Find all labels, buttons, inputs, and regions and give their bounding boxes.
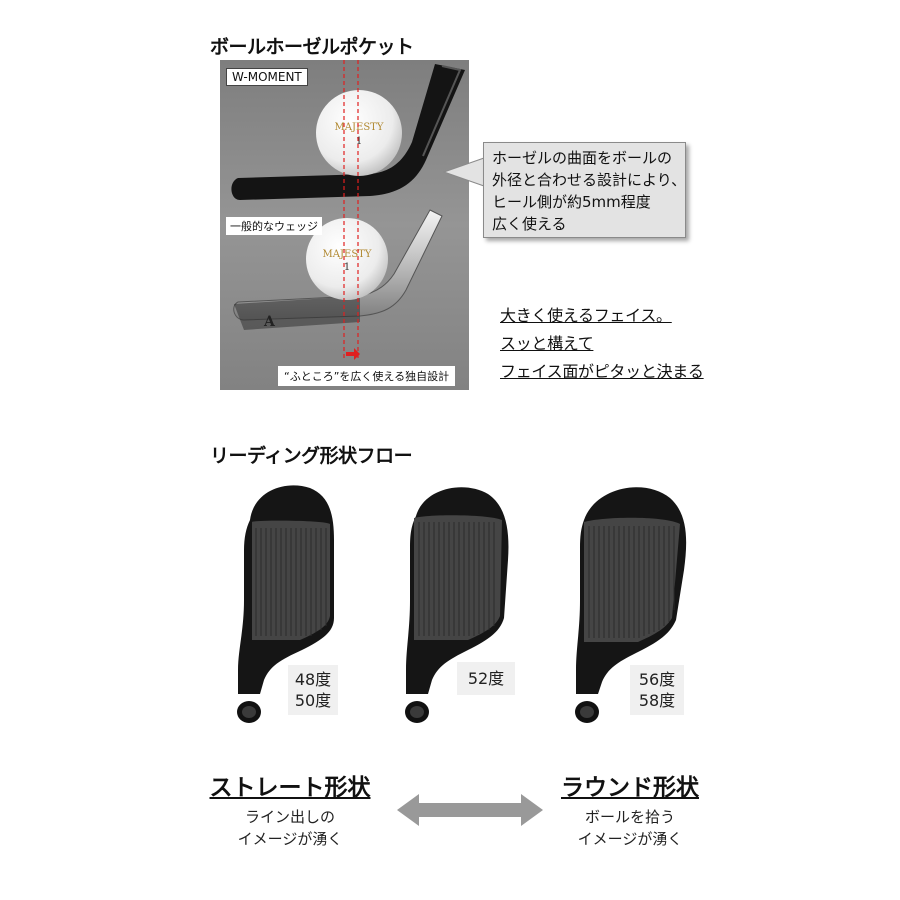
hosel-callout-box: ホーゼルの曲面をボールの 外径と合わせる設計により、 ヒール側が約5mm程度 広… <box>483 142 686 238</box>
ball-brand-text: MAJESTY <box>335 122 384 133</box>
feature-line-3: フェイス面がピタッと決まる <box>500 362 704 381</box>
degree-52: 52度 <box>467 669 505 688</box>
round-sub-line-2: イメージが湧く <box>577 830 683 848</box>
callout-line-2: 外径と合わせる設計により、 <box>492 171 687 189</box>
red-arrow-icon <box>346 348 360 360</box>
ball-number-text-2: 1 <box>344 262 350 273</box>
feature-line-2: スッと構えて <box>500 334 594 353</box>
degree-48: 48度 <box>294 670 332 689</box>
straight-shape-description: ライン出しの イメージが湧く <box>205 806 375 850</box>
wmoment-club-shape <box>231 64 465 200</box>
straight-sub-line-2: イメージが湧く <box>237 830 343 848</box>
w-moment-label: W-MOMENT <box>226 68 308 86</box>
round-shape-description: ボールを拾う イメージが湧く <box>550 806 710 850</box>
club-head-medium <box>405 487 509 723</box>
club-face-grooves-3 <box>584 517 680 642</box>
degree-50: 50度 <box>294 691 332 710</box>
club-head-round <box>575 487 687 723</box>
degree-label-medium: 52度 <box>457 662 515 695</box>
double-arrow-icon <box>397 794 543 826</box>
photo-caption: “ふところ”を広く使える独自設計 <box>278 366 456 386</box>
club-face-grooves-2 <box>414 515 502 640</box>
round-shape-title: ラウンド形状 <box>561 775 699 801</box>
generic-wedge-shape <box>233 209 443 321</box>
section-title-hosel-pocket: ボールホーゼルポケット <box>210 36 414 58</box>
feature-line-1: 大きく使えるフェイス。 <box>500 306 672 325</box>
golf-ball-bottom <box>306 218 388 300</box>
callout-line-4: 広く使える <box>492 215 567 233</box>
club-mark-text: A <box>263 314 276 330</box>
degree-label-round: 56度 58度 <box>630 665 684 715</box>
straight-shape-title: ストレート形状 <box>209 775 371 801</box>
straight-sub-line-1: ライン出しの <box>244 808 335 826</box>
degree-label-straight: 48度 50度 <box>288 665 338 715</box>
section-title-leading-edge-flow: リーディング形状フロー <box>210 445 413 467</box>
ball-number-text: 1 <box>356 136 362 147</box>
round-sub-line-1: ボールを拾う <box>584 808 675 826</box>
golf-ball-top <box>316 90 402 176</box>
hosel-comparison-image: MAJESTY 1 A MAJESTY 1 W-MOMENT 一般的なウェッジ … <box>220 60 469 390</box>
callout-line-3: ヒール側が約5mm程度 <box>492 193 651 211</box>
degree-58: 58度 <box>638 691 676 710</box>
generic-wedge-label: 一般的なウェッジ <box>226 217 322 235</box>
degree-56: 56度 <box>638 670 676 689</box>
ball-brand-text-2: MAJESTY <box>323 249 372 260</box>
callout-line-1: ホーゼルの曲面をボールの <box>492 149 673 167</box>
hosel-comparison-illustration: MAJESTY 1 A MAJESTY 1 <box>220 60 469 390</box>
club-head-straight <box>237 485 334 723</box>
